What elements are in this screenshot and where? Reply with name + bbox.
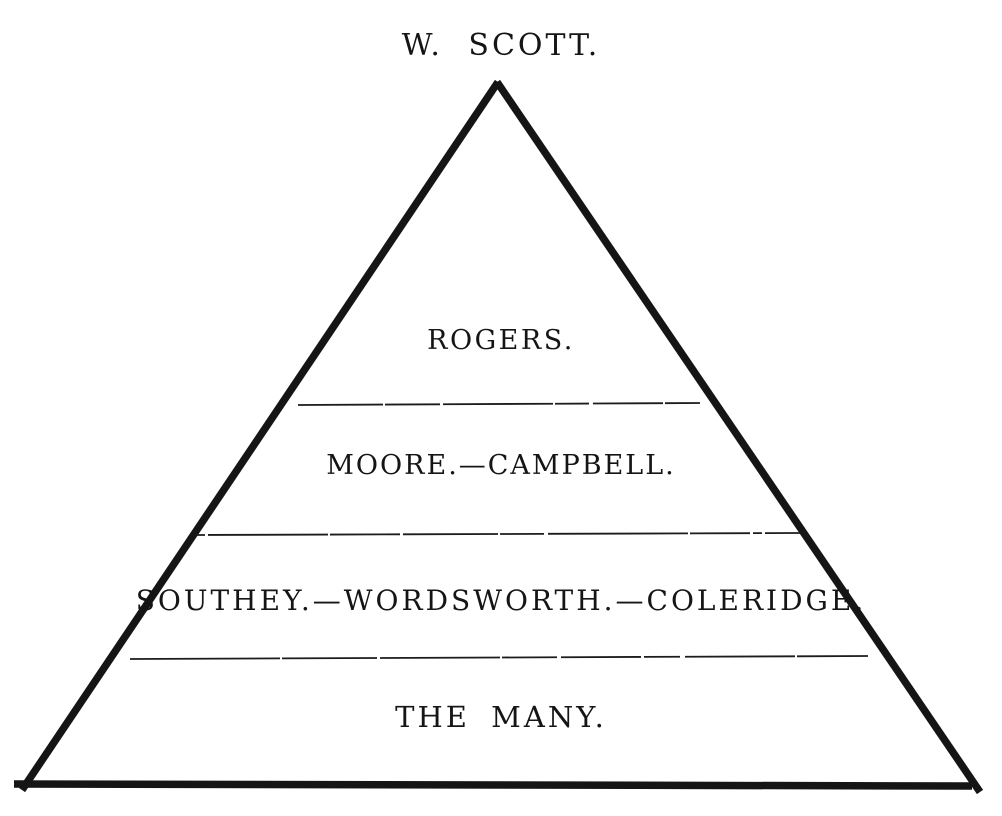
tier-label-rogers: ROGERS. [427,325,575,356]
tier-label-moore-campbell: MOORE.—CAMPBELL. [326,450,676,481]
tier-divider-1 [297,402,701,406]
tier-label-the-many: THE MANY. [395,700,607,734]
triangle-right-side [493,79,984,795]
tier-label-southey-wordsworth-coleridge: SOUTHEY.—WORDSWORTH.—COLERIDGE. [135,584,867,617]
tier-divider-2 [195,532,801,536]
triangle-base [13,780,973,790]
triangle-left-side [18,79,502,793]
tier-divider-3 [129,655,869,660]
apex-label: W. SCOTT. [401,28,601,63]
